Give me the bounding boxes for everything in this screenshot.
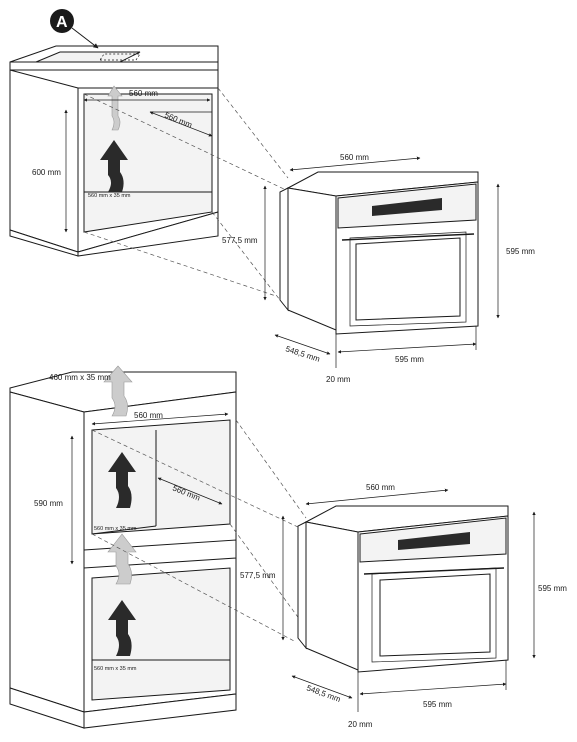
airflow-arrow-top-upper bbox=[107, 85, 123, 131]
top-oven-top-width-dimension: 560 mm bbox=[289, 153, 421, 172]
top-cabinet-width-label: 560 mm bbox=[129, 89, 158, 98]
callout-a: A bbox=[50, 9, 99, 49]
bottom-oven-front-width-label: 595 mm bbox=[423, 700, 452, 709]
bottom-oven-side-height-label: 577,5 mm bbox=[240, 571, 276, 580]
bottom-oven-front-offset-label: 20 mm bbox=[348, 720, 373, 729]
bottom-oven-top-width-label: 560 mm bbox=[366, 483, 395, 492]
bottom-cabinet-vent-lower-label: 560 mm x 35 mm bbox=[94, 666, 137, 672]
top-projection-lines bbox=[83, 87, 289, 301]
bottom-oven-top-width-dimension: 560 mm bbox=[305, 483, 449, 506]
callout-a-letter: A bbox=[56, 14, 68, 31]
top-oven-side-height-dimension: 577,5 mm bbox=[222, 185, 267, 301]
bottom-cabinet-vent-upper-label: 560 mm x 35 mm bbox=[94, 526, 137, 532]
top-cabinet-width-dimension: 560 mm bbox=[83, 89, 211, 102]
bottom-oven-front-width-dimension: 595 mm bbox=[359, 682, 507, 709]
top-oven-side-height-label: 577,5 mm bbox=[222, 236, 258, 245]
top-oven-front-width-dimension: 595 mm bbox=[337, 342, 477, 364]
top-cabinet-height-dimension: 600 mm bbox=[32, 109, 68, 233]
bottom-cabinet-height-dimension: 590 mm bbox=[34, 435, 74, 565]
bottom-oven-front-height-label: 595 mm bbox=[538, 584, 567, 593]
top-oven-front-height-label: 595 mm bbox=[506, 247, 535, 256]
bottom-oven bbox=[297, 505, 509, 673]
top-oven bbox=[279, 171, 479, 335]
top-oven-front-height-dimension: 595 mm bbox=[496, 183, 535, 319]
bottom-cabinet-height-label: 590 mm bbox=[34, 499, 63, 508]
bottom-cabinet-width-dimension: 560 mm bbox=[91, 411, 229, 426]
top-oven-depth-label: 548,5 mm bbox=[284, 344, 321, 364]
bottom-cabinet-top-vent-label: 460 mm x 35 mm bbox=[49, 373, 111, 382]
bottom-oven-depth-dimension: 548,5 mm bbox=[291, 675, 353, 704]
airflow-arrow-bottom-lower bbox=[108, 600, 136, 656]
airflow-arrow-bottom-middle bbox=[107, 533, 137, 585]
top-oven-depth-dimension: 548,5 mm bbox=[274, 334, 331, 364]
bottom-oven-depth-label: 548,5 mm bbox=[305, 683, 342, 704]
airflow-arrow-top-lower bbox=[100, 140, 128, 192]
top-oven-front-offset-label: 20 mm bbox=[326, 375, 351, 384]
bottom-oven-side-height-dimension: 577,5 mm bbox=[240, 515, 285, 641]
bottom-cabinet-width-label: 560 mm bbox=[134, 411, 163, 420]
bottom-projection-lines bbox=[91, 419, 307, 643]
top-cabinet-vent-label: 560 mm x 35 mm bbox=[88, 193, 131, 199]
top-oven-top-width-label: 560 mm bbox=[340, 153, 369, 162]
airflow-arrow-bottom-upper bbox=[108, 452, 136, 508]
top-cabinet-height-label: 600 mm bbox=[32, 168, 61, 177]
top-oven-front-width-label: 595 mm bbox=[395, 355, 424, 364]
bottom-oven-front-height-dimension: 595 mm bbox=[532, 511, 567, 659]
